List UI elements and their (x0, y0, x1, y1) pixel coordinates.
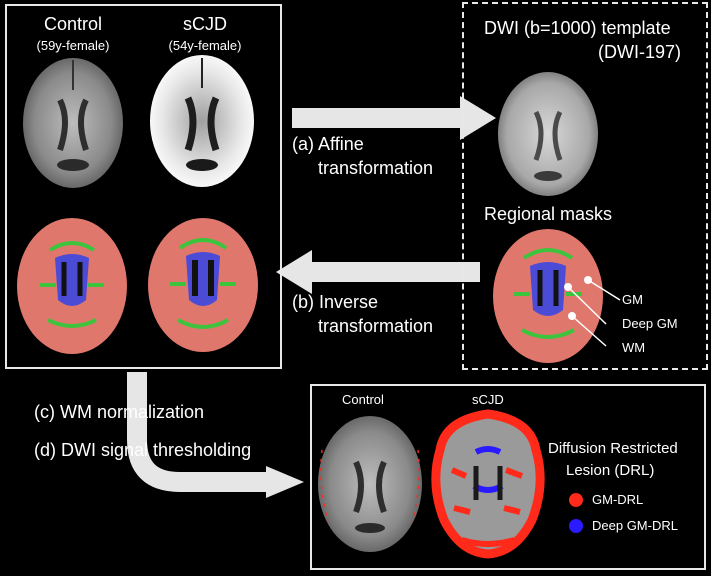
legend-deep-gm-drl-dot (569, 519, 583, 533)
regional-masks-title: Regional masks (484, 204, 613, 224)
scjd-title: sCJD (183, 14, 227, 34)
arrow-affine (292, 96, 496, 140)
template-panel (462, 2, 708, 370)
subject-images-panel (5, 4, 282, 369)
scjd-subtitle: (54y-female) (168, 38, 242, 53)
regional-masks-brain-image (493, 229, 603, 363)
mask-label-wm: WM (622, 340, 646, 355)
dwi-template-brain-image (498, 72, 598, 196)
bottom-control-title: Control (342, 392, 384, 407)
step-a-line1: (a) Affine (292, 134, 364, 154)
control-subtitle: (59y-female) (36, 38, 110, 53)
mask-pointer-lines (564, 276, 621, 347)
step-a-line2: transformation (318, 158, 434, 178)
legend-gm-drl-label: GM-DRL (592, 492, 644, 507)
step-d-label: (d) DWI signal thresholding (34, 440, 252, 460)
control-title: Control (43, 14, 103, 34)
scjd-mask-brain-image (148, 218, 258, 352)
step-c-label: (c) WM normalization (34, 402, 205, 422)
legend-title-line2: Lesion (DRL) (566, 462, 655, 479)
mask-label-deep-gm: Deep GM (622, 316, 678, 331)
bottom-scjd-title: sCJD (472, 392, 504, 407)
step-b-line2: transformation (318, 316, 434, 336)
bottom-scjd-lesion-brain-image (431, 409, 545, 559)
template-subtitle: (DWI-197) (598, 42, 682, 62)
arrow-inverse (276, 250, 480, 294)
control-dwi-brain-image (23, 58, 123, 188)
bottom-control-brain-image (318, 416, 422, 552)
step-b-line1: (b) Inverse (292, 292, 379, 312)
drl-result-panel (310, 384, 706, 570)
scjd-dwi-brain-image (150, 55, 254, 187)
legend-gm-drl-dot (569, 493, 583, 507)
template-title: DWI (b=1000) template (484, 18, 671, 38)
mask-label-gm: GM (622, 292, 643, 307)
control-mask-brain-image (17, 218, 127, 354)
arrow-normalization (127, 372, 304, 498)
legend-title-line1: Diffusion Restricted (548, 440, 678, 457)
legend-deep-gm-drl-label: Deep GM-DRL (592, 518, 678, 533)
